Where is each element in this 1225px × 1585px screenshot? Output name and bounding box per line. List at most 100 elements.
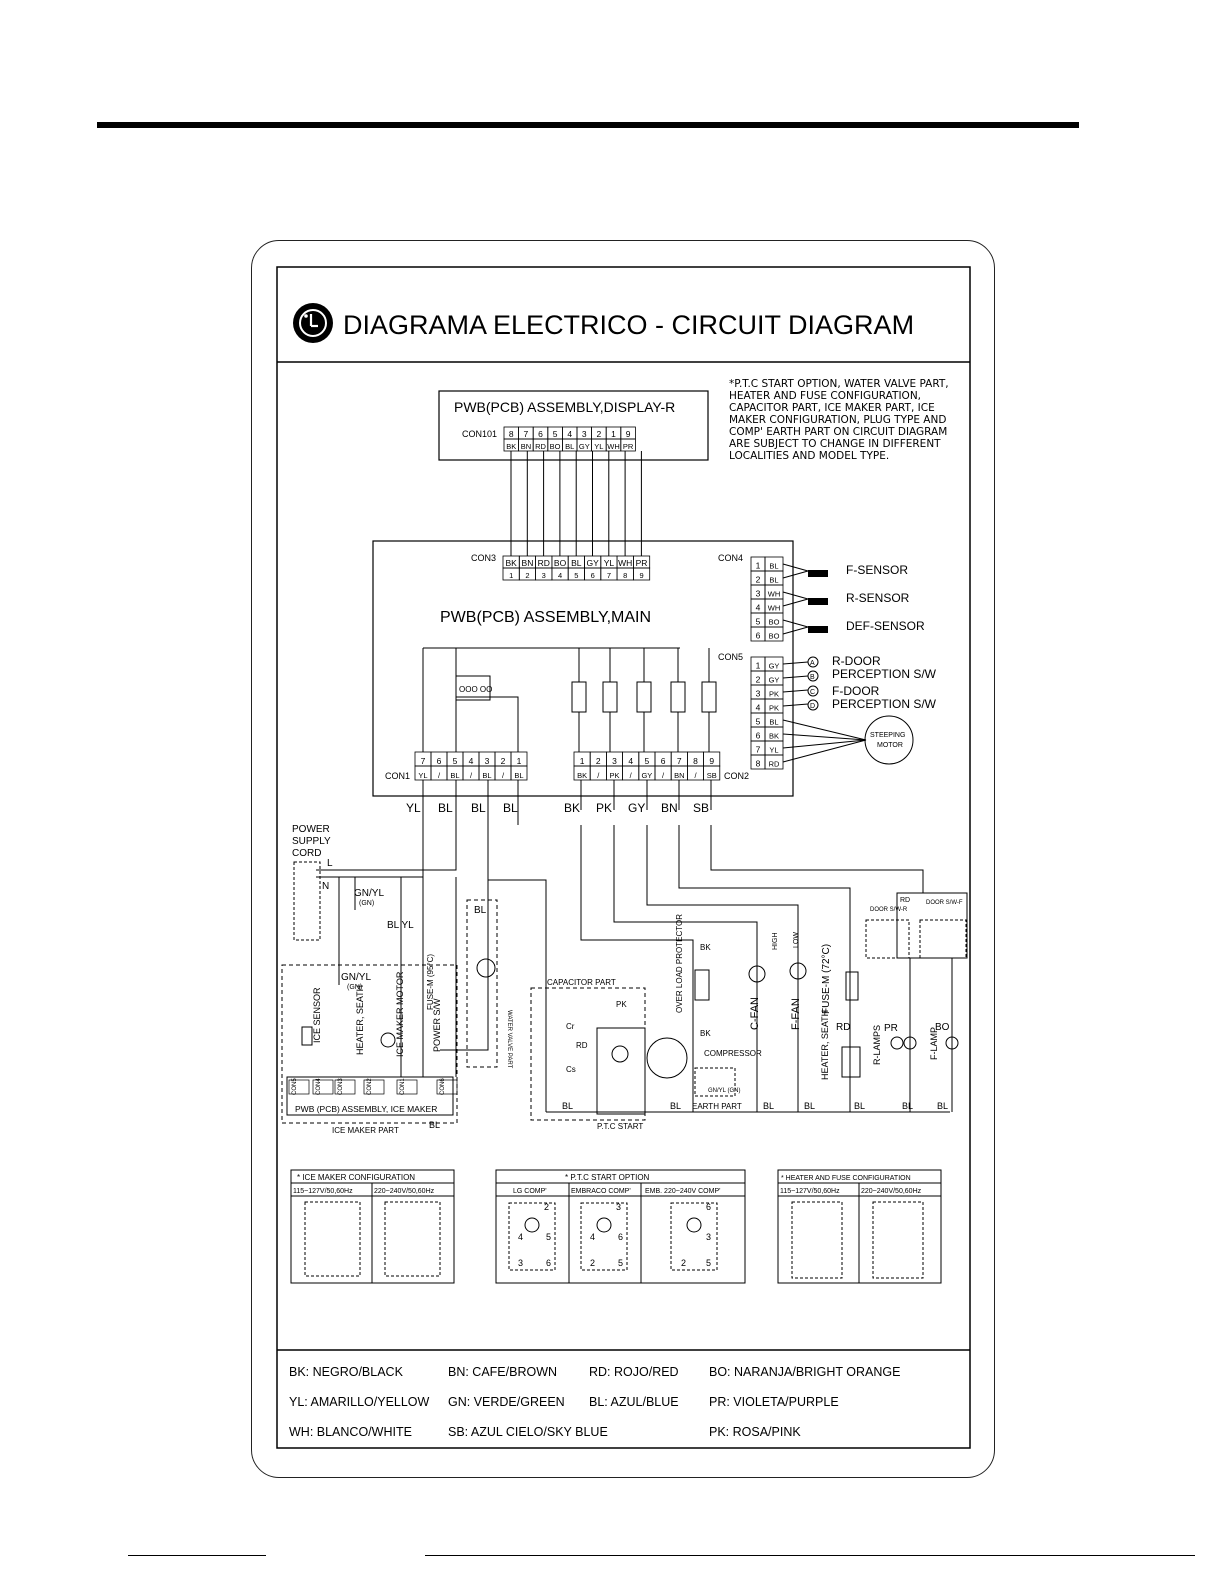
svg-text:220~240V/50,60Hz: 220~240V/50,60Hz: [861, 1188, 922, 1195]
svg-text:F-LAMP: F-LAMP: [929, 1027, 939, 1060]
diagram-title: DIAGRAMA ELECTRICO - CIRCUIT DIAGRAM: [343, 310, 914, 340]
sensor-icon: [808, 626, 828, 633]
relay-icon: [602, 681, 618, 713]
con5-color: GY: [769, 676, 780, 685]
svg-text:RD: RD: [576, 1041, 588, 1050]
display-pcb-title: PWB(PCB) ASSEMBLY,DISPLAY-R: [454, 399, 675, 415]
con5-pin: 1: [756, 661, 761, 671]
ptc-pin-label: 5: [618, 1258, 623, 1268]
ice-con-label: CON6: [440, 1078, 446, 1095]
con1-color: /: [502, 771, 505, 780]
con3-pin: RD: [538, 558, 550, 568]
ptc-pin-label: 5: [706, 1258, 711, 1268]
svg-text:LG COMP': LG COMP': [513, 1188, 547, 1195]
svg-text:WH: BLANCO/WHITE: WH: BLANCO/WHITE: [289, 1425, 412, 1439]
svg-text:Cr: Cr: [566, 1022, 575, 1031]
svg-text:BL: BL: [670, 1101, 681, 1111]
svg-text:C: C: [810, 689, 815, 696]
color-legend: BK: NEGRO/BLACK BN: CAFE/BROWN RD: ROJO/…: [289, 1365, 900, 1439]
output-labels: YL BL BL BL BK PK GY BN SB: [406, 801, 709, 815]
con4-label: CON4: [718, 553, 743, 563]
motor-icon: [380, 1032, 396, 1048]
svg-text:BL: BL: [429, 1120, 440, 1130]
svg-text:GN/YL: GN/YL: [354, 888, 384, 899]
con4-pin: 1: [756, 561, 761, 571]
ptc-pin-label: 4: [590, 1232, 595, 1242]
ptc-pin-label: 2: [590, 1258, 595, 1268]
con2-color: /: [694, 771, 697, 780]
svg-text:F-DOOR: F-DOOR: [832, 684, 880, 698]
svg-text:OVER LOAD PROTECTOR: OVER LOAD PROTECTOR: [675, 914, 684, 1013]
con2-pin: 1: [580, 756, 585, 766]
display-pcb: PWB(PCB) ASSEMBLY,DISPLAY-R CON101 8BK7B…: [438, 390, 709, 461]
svg-text:* HEATER AND FUSE CONFIGURATI: * HEATER AND FUSE CONFIGURATION: [781, 1175, 911, 1182]
note-line: CAPACITOR PART, ICE MAKER PART, ICE: [729, 402, 935, 414]
con4-color: BO: [769, 632, 780, 641]
svg-text:BL: BL: [937, 1101, 948, 1111]
con1-color: BL: [482, 771, 491, 780]
con2-color: /: [662, 771, 665, 780]
lamp-icon: [945, 1036, 959, 1050]
svg-text:HEATER, SEATH: HEATER, SEATH: [820, 1010, 830, 1080]
con1-pin: 1: [517, 756, 522, 766]
ptc-pin-label: 6: [546, 1258, 551, 1268]
sensor-icon: [808, 570, 828, 577]
svg-text:PK: ROSA/PINK: PK: ROSA/PINK: [709, 1425, 801, 1439]
ice-con-label: CON1: [400, 1078, 406, 1095]
plug-icon: [293, 861, 321, 941]
con3-pin: BO: [554, 558, 567, 568]
svg-text:DOOR S/W-R: DOOR S/W-R: [870, 907, 908, 913]
con3-pin: BK: [505, 558, 517, 568]
con3-color: 2: [525, 571, 529, 580]
svg-text:ICE MAKER MOTOR: ICE MAKER MOTOR: [395, 971, 405, 1057]
footer-line: [128, 1555, 266, 1556]
svg-text:ICE MAKER PART: ICE MAKER PART: [332, 1126, 399, 1135]
note-line: *P.T.C START OPTION, WATER VALVE PART,: [729, 378, 949, 390]
note-line: LOCALITIES AND MODEL TYPE.: [729, 450, 889, 462]
svg-text:L: L: [327, 858, 333, 869]
svg-text:HEATER, SEATH: HEATER, SEATH: [355, 985, 365, 1055]
svg-text:115~127V/50,60Hz: 115~127V/50,60Hz: [780, 1188, 840, 1195]
compressor-icon: [646, 1037, 688, 1079]
svg-text:BL YL: BL YL: [387, 920, 414, 931]
svg-text:PK: PK: [596, 801, 612, 815]
con4-pin: 5: [756, 617, 761, 627]
fuse-icon: [845, 971, 859, 1001]
svg-text:BK: BK: [700, 943, 711, 952]
ptc-pin-label: 5: [546, 1232, 551, 1242]
con2-label: CON2: [724, 771, 749, 781]
con5-pin: 8: [756, 759, 761, 769]
con2-color: BK: [577, 771, 587, 780]
ptc-pin-label: 2: [681, 1258, 686, 1268]
con1-color: BL: [514, 771, 523, 780]
svg-text:D: D: [810, 703, 815, 710]
con101-color: GY: [579, 442, 590, 451]
svg-text:(GN): (GN): [347, 984, 362, 991]
con5-color: YL: [769, 746, 778, 755]
con101-color: BO: [550, 442, 561, 451]
svg-text:BL: BL: [474, 905, 487, 916]
svg-text:F-FAN: F-FAN: [790, 998, 802, 1030]
con2-color: BN: [674, 771, 684, 780]
svg-text:C-FAN: C-FAN: [749, 997, 761, 1030]
ptc-pin-label: 2: [544, 1202, 549, 1212]
heater-icon: [841, 1046, 861, 1078]
con1-pin: 4: [469, 756, 474, 766]
con1-pin: 6: [437, 756, 442, 766]
ptc-pin-label: 6: [618, 1232, 623, 1242]
con101-color: YL: [594, 442, 603, 451]
con3-color: 7: [607, 571, 611, 580]
ice-con-label: CON5: [292, 1078, 298, 1095]
con101-pin: 7: [524, 429, 529, 439]
svg-text:BL: BL: [438, 801, 453, 815]
con3-color: 8: [623, 571, 627, 580]
f-sensor-label: F-SENSOR: [846, 563, 908, 577]
svg-text:PERCEPTION S/W: PERCEPTION S/W: [832, 697, 937, 711]
con1-label: CON1: [385, 771, 410, 781]
sensors: F-SENSOR R-SENSOR DEF-SENSOR: [808, 563, 925, 633]
con101-color: BK: [506, 442, 516, 451]
con4-color: WH: [768, 604, 781, 613]
